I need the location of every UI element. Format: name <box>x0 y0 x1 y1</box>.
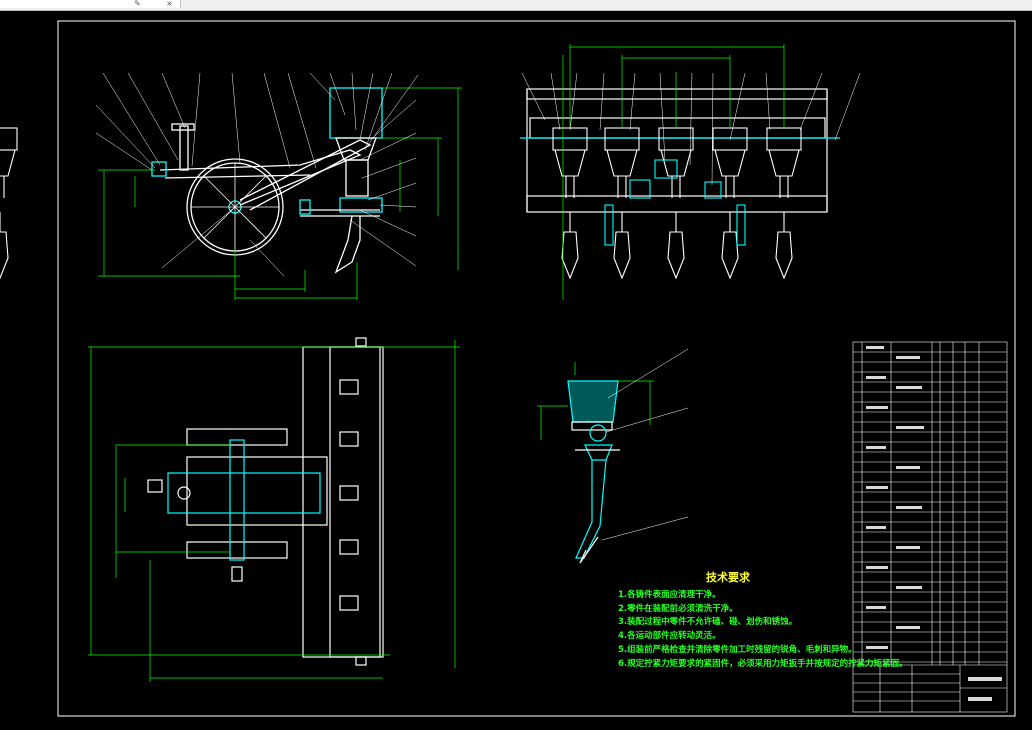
parts-list-table <box>852 341 1008 713</box>
top-view-dimensions <box>88 340 460 682</box>
requirement-item: 4.各运动部件应转动灵活。 <box>618 631 721 642</box>
close-icon[interactable]: × <box>166 0 173 8</box>
front-view-dimensions <box>562 44 785 300</box>
top-view <box>147 337 384 666</box>
requirement-item: 3.装配过程中零件不允许磕、碰、划伤和锈蚀。 <box>618 617 798 628</box>
window-titlebar: ✎ × <box>0 0 1032 11</box>
drawing-frame <box>57 20 1016 717</box>
pencil-icon[interactable]: ✎ <box>134 0 141 8</box>
requirement-item: 2.零件在装配前必须清洗干净。 <box>618 603 738 614</box>
technical-requirements-title: 技术要求 <box>706 571 750 584</box>
side-view-dimensions <box>98 87 462 300</box>
side-view <box>151 87 383 274</box>
section-view <box>567 380 620 564</box>
parts-list-text-marks <box>866 346 1002 701</box>
requirement-item: 5.组装前严格检查并清除零件加工时残留的锐角、毛刺和异物。 <box>618 644 857 655</box>
cad-drawing-canvas[interactable] <box>0 11 1032 730</box>
side-view-leaders <box>95 72 419 277</box>
title-field[interactable] <box>0 0 181 8</box>
front-view <box>520 88 840 213</box>
section-view-leaders <box>601 348 689 541</box>
requirement-item: 1.各铸件表面应清理干净。 <box>618 590 721 600</box>
front-view-seeders <box>0 127 802 280</box>
front-view-leaders <box>521 72 861 186</box>
requirement-item: 6.规定拧紧力矩要求的紧固件，必须采用力矩扳手并按规定的拧紧力矩紧固。 <box>618 658 908 669</box>
